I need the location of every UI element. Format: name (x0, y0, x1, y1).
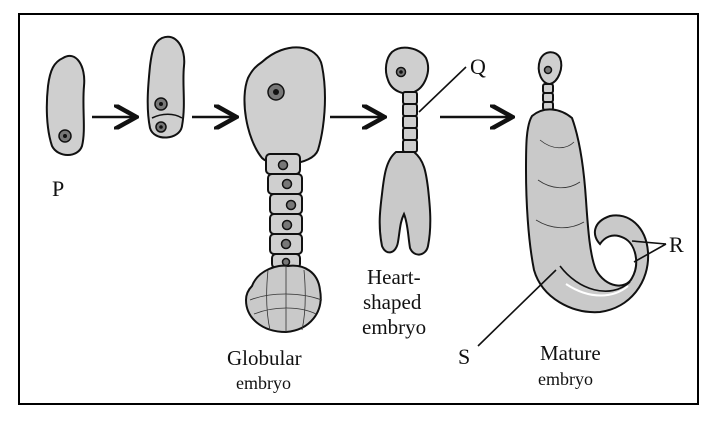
figure-frame (18, 13, 699, 405)
s-leader-line (477, 269, 557, 347)
mature-label-line1: Mature (540, 341, 601, 365)
mature-embryo-body (524, 108, 650, 314)
label-q: Q (470, 54, 486, 79)
globular-proembryo (244, 264, 322, 334)
globular-label-line2: embryo (236, 373, 291, 393)
q-leader-line (418, 66, 467, 113)
heart-label-line1: Heart- (367, 265, 421, 289)
label-s: S (458, 344, 470, 369)
heart-label-line3: embryo (362, 315, 426, 339)
r-leader-line-2 (633, 243, 667, 263)
globular-label-line1: Globular (227, 346, 302, 370)
mature-embryo (524, 51, 650, 314)
heart-label-line2: shaped (363, 290, 422, 314)
label-p: P (52, 176, 64, 201)
mature-label-line2: embryo (538, 369, 593, 389)
heart-shaped-embryo (378, 46, 432, 256)
heart-shaped-body (378, 151, 432, 256)
globular-embryo (243, 46, 326, 334)
r-leader-line-1 (631, 240, 667, 245)
zygote-cell (45, 55, 86, 156)
label-r: R (669, 232, 684, 257)
two-cell-stage (146, 35, 186, 139)
